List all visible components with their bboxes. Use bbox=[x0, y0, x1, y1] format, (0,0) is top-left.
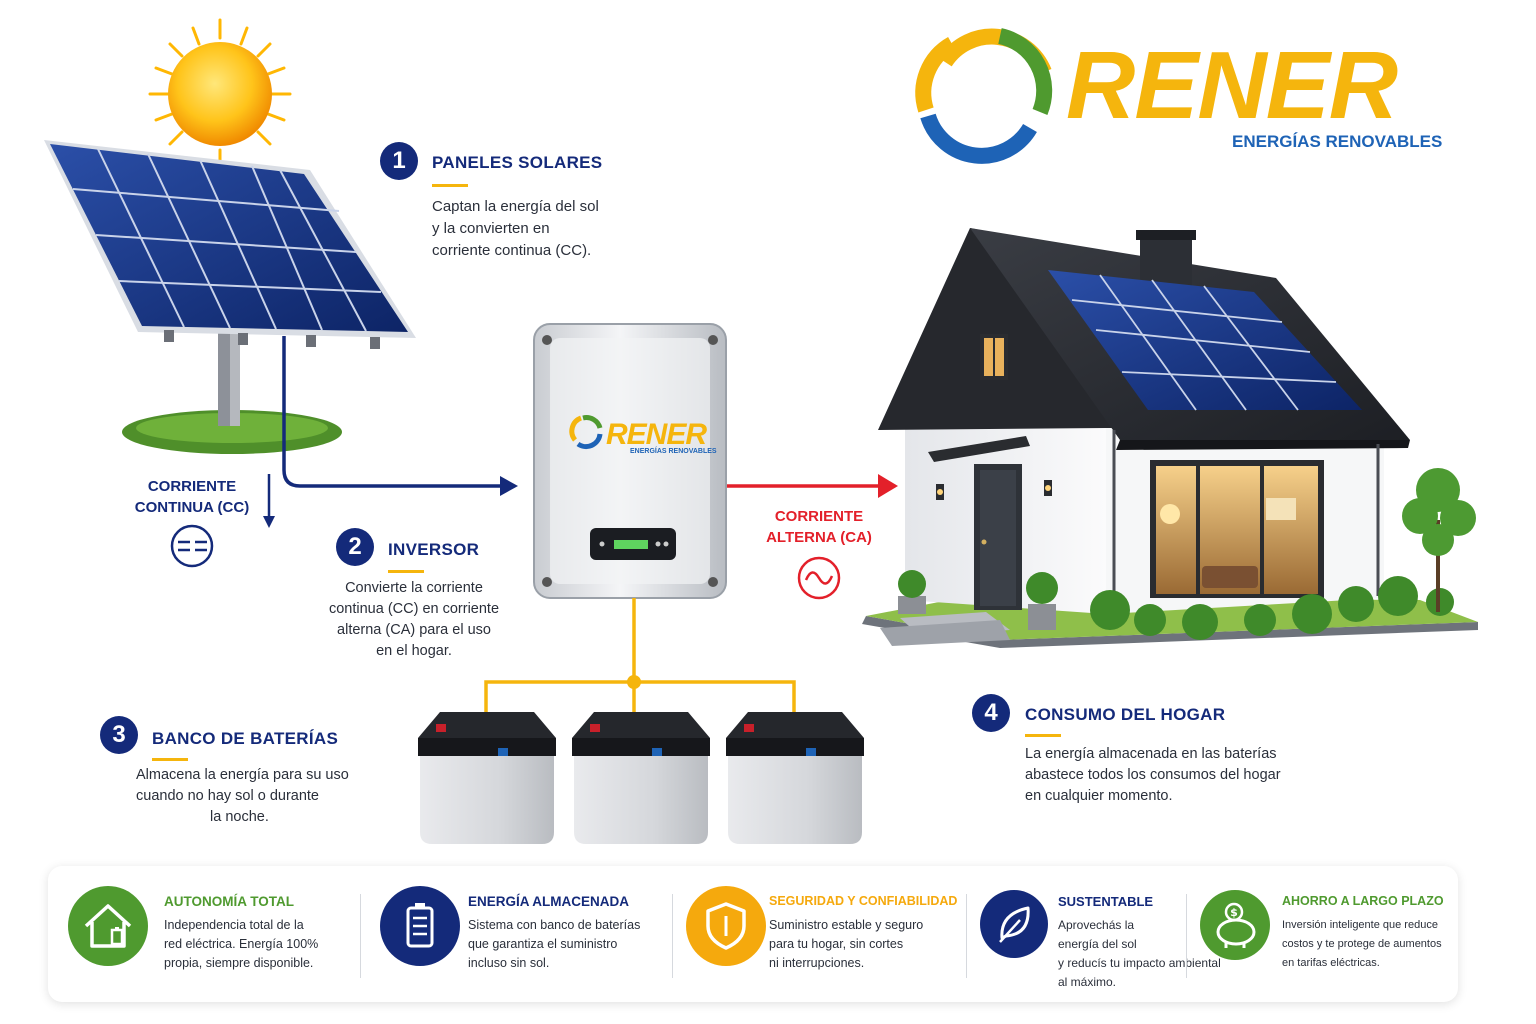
step-1-title: PANELES SOLARES bbox=[432, 153, 603, 172]
feature-divider bbox=[1186, 894, 1187, 978]
feature-seguridad: SEGURIDAD Y CONFIABILIDAD Suministro est… bbox=[672, 866, 962, 1002]
step-1-number: 1 bbox=[380, 142, 418, 180]
feature-2-title: ENERGÍA ALMACENADA bbox=[468, 894, 629, 909]
house-battery-icon bbox=[68, 886, 148, 966]
step-3-number: 3 bbox=[100, 716, 138, 754]
step-4-number: 4 bbox=[972, 694, 1010, 732]
piggy-bank-icon: $ bbox=[1200, 890, 1270, 960]
ac-symbol-icon bbox=[797, 556, 841, 600]
dc-symbol-icon bbox=[170, 524, 214, 568]
house-icon bbox=[862, 228, 1478, 648]
feature-divider bbox=[966, 894, 967, 978]
shield-icon bbox=[686, 886, 766, 966]
feature-ahorro: $ AHORRO A LARGO PLAZO Inversión intelig… bbox=[1186, 866, 1458, 1002]
leaf-icon bbox=[980, 890, 1048, 958]
feature-divider bbox=[360, 894, 361, 978]
feature-autonomia: AUTONOMÍA TOTAL Independencia total de l… bbox=[48, 866, 358, 1002]
feature-energia: ENERGÍA ALMACENADA Sistema con banco de … bbox=[360, 866, 670, 1002]
brand-name: RENER bbox=[1066, 32, 1398, 139]
battery-bank-icon bbox=[418, 712, 864, 844]
step-3-description: Almacena la energía para su uso cuando n… bbox=[136, 767, 349, 825]
step-4-title: CONSUMO DEL HOGAR bbox=[1025, 705, 1226, 724]
step-2-number: 2 bbox=[336, 528, 374, 566]
step-3-underline bbox=[152, 758, 188, 761]
step-2-underline bbox=[388, 570, 424, 573]
solar-panel-icon bbox=[44, 140, 416, 349]
inverter-brand-tagline: ENERGÍAS RENOVABLES bbox=[630, 448, 717, 455]
step-1-underline bbox=[432, 184, 468, 187]
battery-icon bbox=[380, 886, 460, 966]
step-2-title: INVERSOR bbox=[388, 540, 480, 559]
feature-3-title: SEGURIDAD Y CONFIABILIDAD bbox=[769, 894, 958, 908]
step-3-title: BANCO DE BATERÍAS bbox=[152, 729, 339, 748]
feature-1-title: AUTONOMÍA TOTAL bbox=[164, 894, 294, 909]
features-panel: AUTONOMÍA TOTAL Independencia total de l… bbox=[48, 866, 1458, 1002]
brand-tagline: ENERGÍAS RENOVABLES bbox=[1232, 132, 1443, 151]
brand-logo-icon bbox=[915, 28, 1053, 164]
feature-4-title: SUSTENTABLE bbox=[1058, 894, 1154, 909]
feature-5-title: AHORRO A LARGO PLAZO bbox=[1282, 894, 1444, 908]
svg-text:$: $ bbox=[1230, 906, 1238, 919]
inverter-brand-name: RENER bbox=[606, 418, 707, 451]
step-4-underline bbox=[1025, 734, 1061, 737]
sun-icon bbox=[148, 18, 292, 170]
inverter-icon bbox=[533, 323, 727, 599]
feature-divider bbox=[672, 894, 673, 978]
